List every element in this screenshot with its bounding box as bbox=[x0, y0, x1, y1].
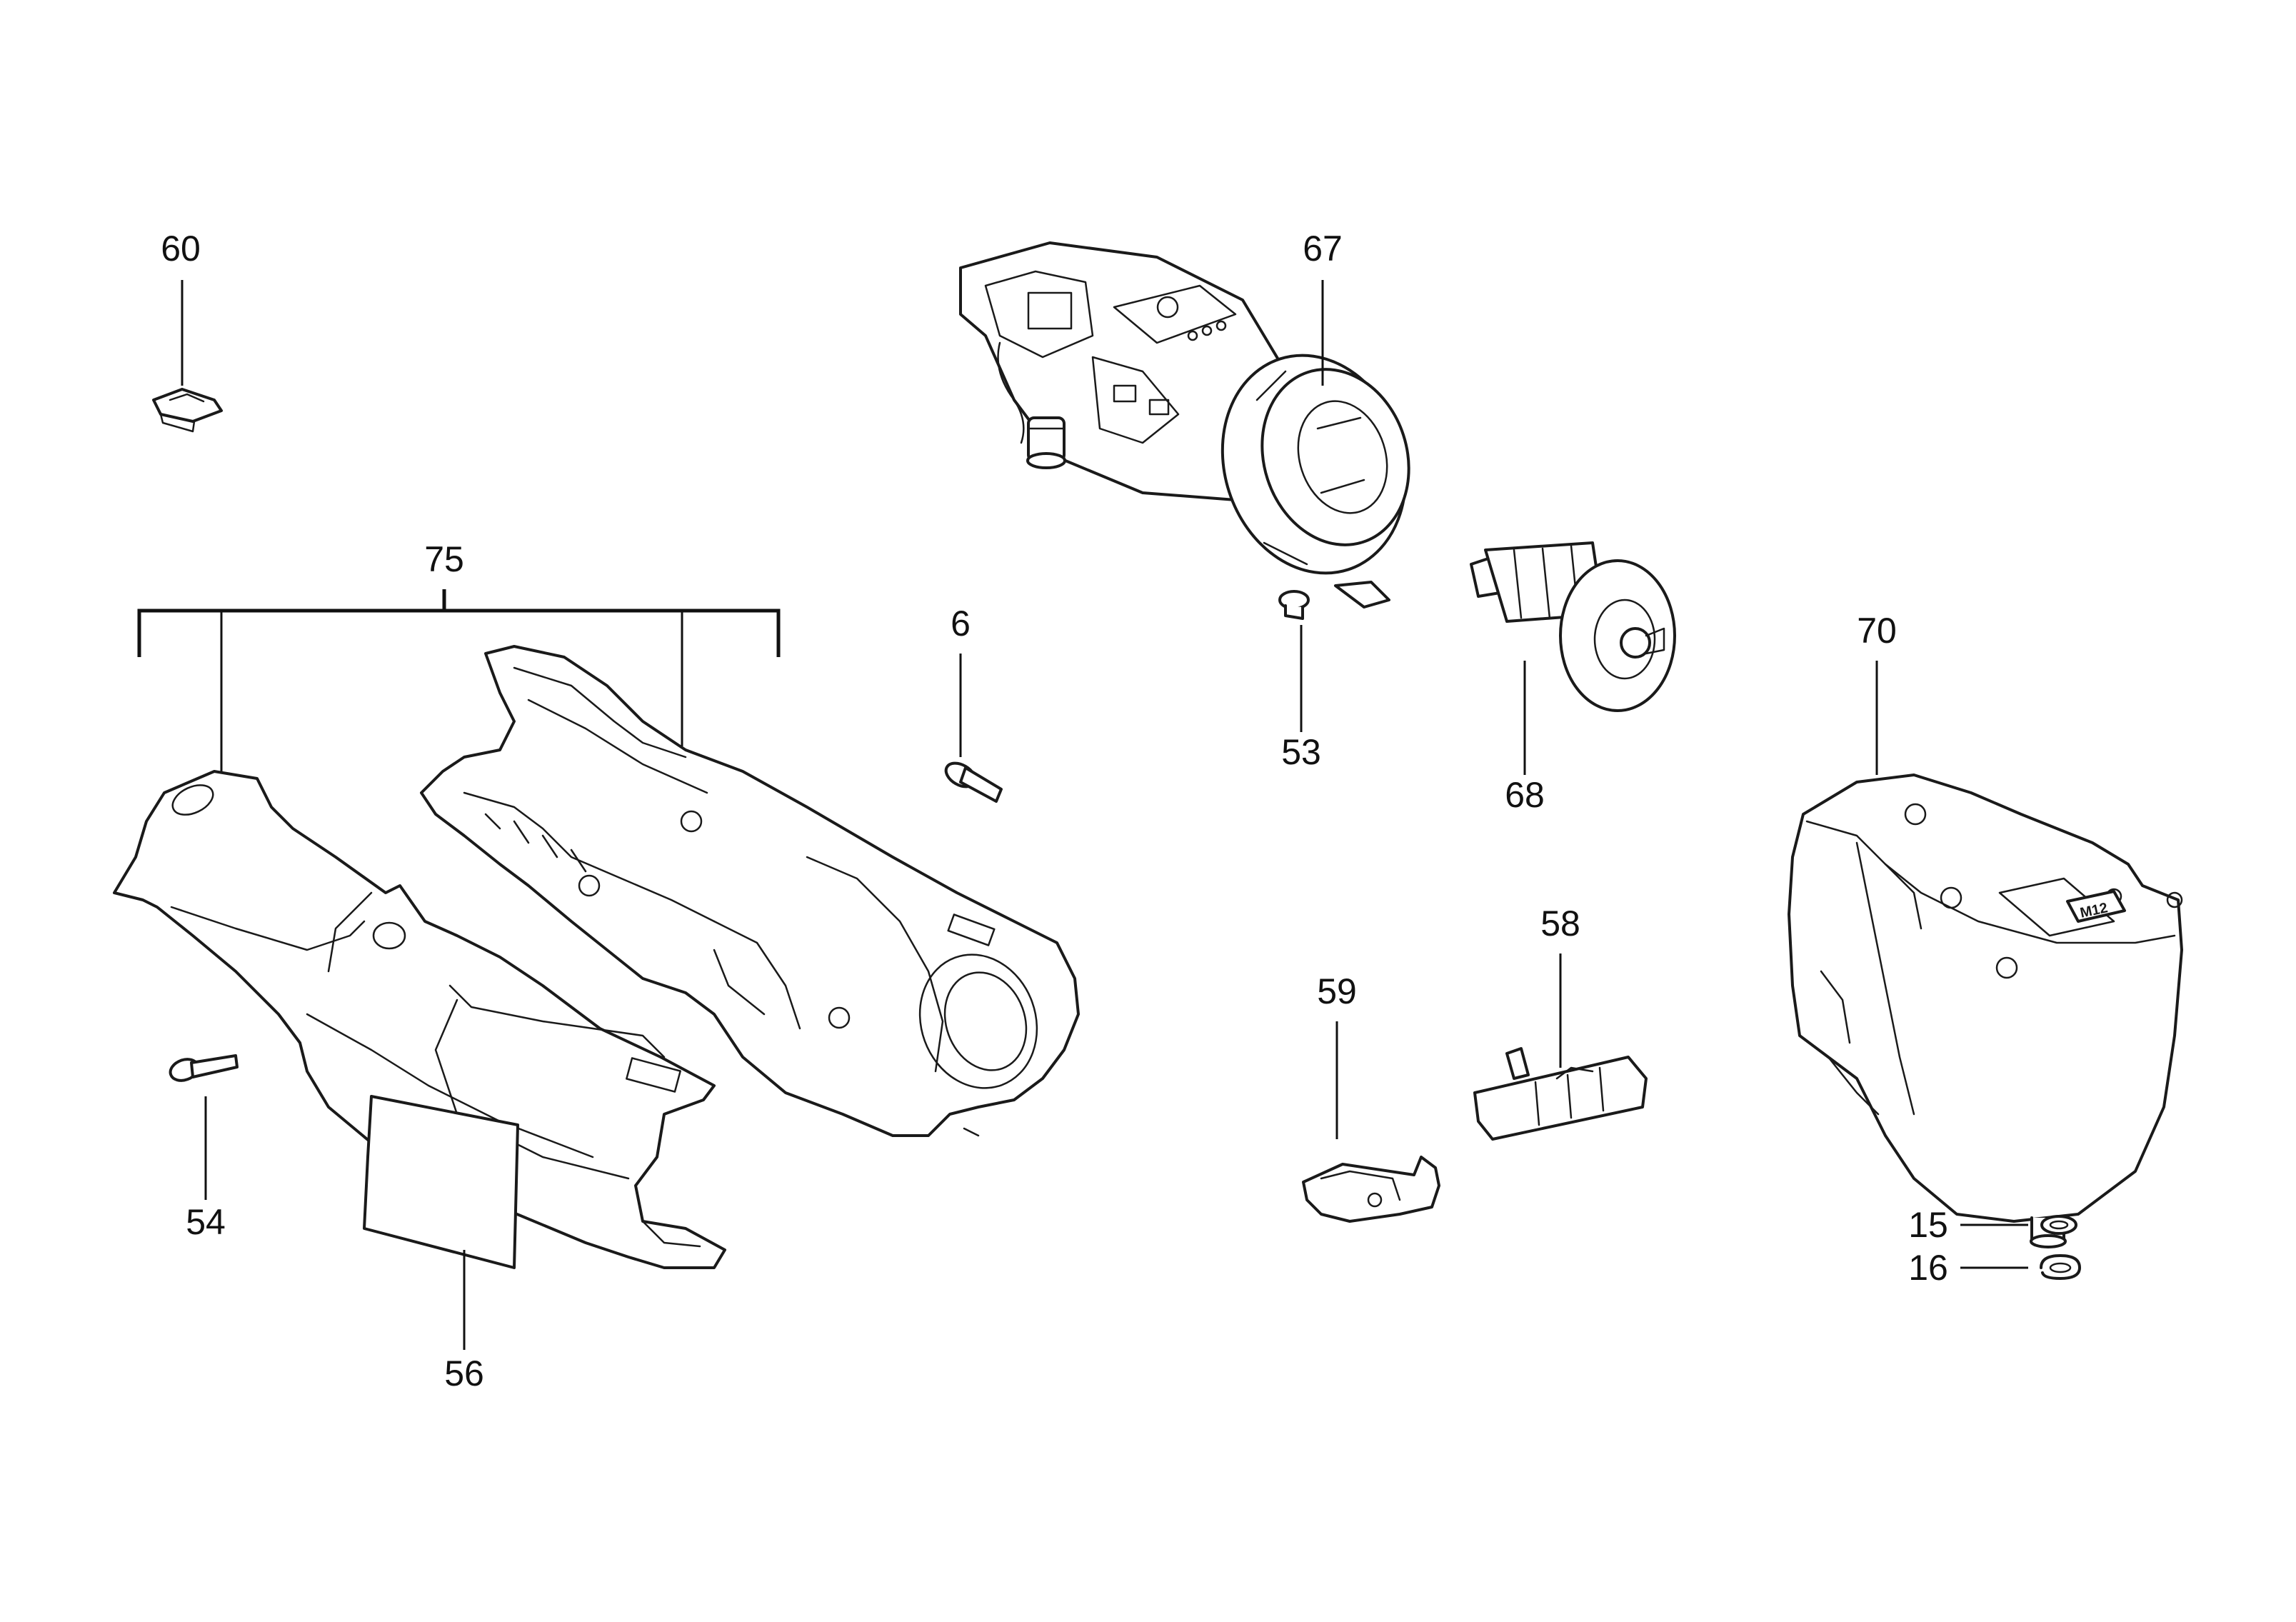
callout-68: 68 bbox=[1505, 775, 1545, 815]
callout-59: 59 bbox=[1317, 971, 1357, 1011]
callout-58: 58 bbox=[1540, 903, 1580, 943]
part-16-retaining-clip bbox=[2040, 1254, 2081, 1280]
callout-16: 16 bbox=[1908, 1248, 1948, 1288]
part-54-screw bbox=[169, 1054, 239, 1082]
part-15-ring bbox=[2040, 1215, 2077, 1235]
bracket-75 bbox=[137, 589, 781, 771]
part-56-label bbox=[363, 1095, 519, 1269]
callout-75: 75 bbox=[424, 539, 464, 579]
part-58-switch bbox=[1473, 1047, 1648, 1141]
part-75-housing-right bbox=[420, 645, 1080, 1137]
callout-54: 54 bbox=[186, 1202, 226, 1242]
callout-15: 15 bbox=[1908, 1205, 1948, 1245]
callout-70: 70 bbox=[1857, 611, 1897, 651]
callout-56: 56 bbox=[444, 1353, 484, 1393]
part-53-screw bbox=[1278, 590, 1310, 620]
callout-53: 53 bbox=[1281, 732, 1321, 772]
callout-6: 6 bbox=[951, 604, 971, 644]
part-70-gearbox: M12 bbox=[1788, 774, 2183, 1248]
part-6-screw bbox=[944, 761, 1003, 803]
part-68-rotor bbox=[1470, 541, 1676, 712]
part-67-electronics-assembly bbox=[959, 241, 1410, 609]
part-60-clip bbox=[152, 388, 223, 433]
part-75-housing-left bbox=[113, 770, 726, 1269]
callout-67: 67 bbox=[1303, 229, 1343, 269]
callout-60: 60 bbox=[161, 229, 201, 269]
part-59-cap bbox=[1302, 1156, 1440, 1223]
